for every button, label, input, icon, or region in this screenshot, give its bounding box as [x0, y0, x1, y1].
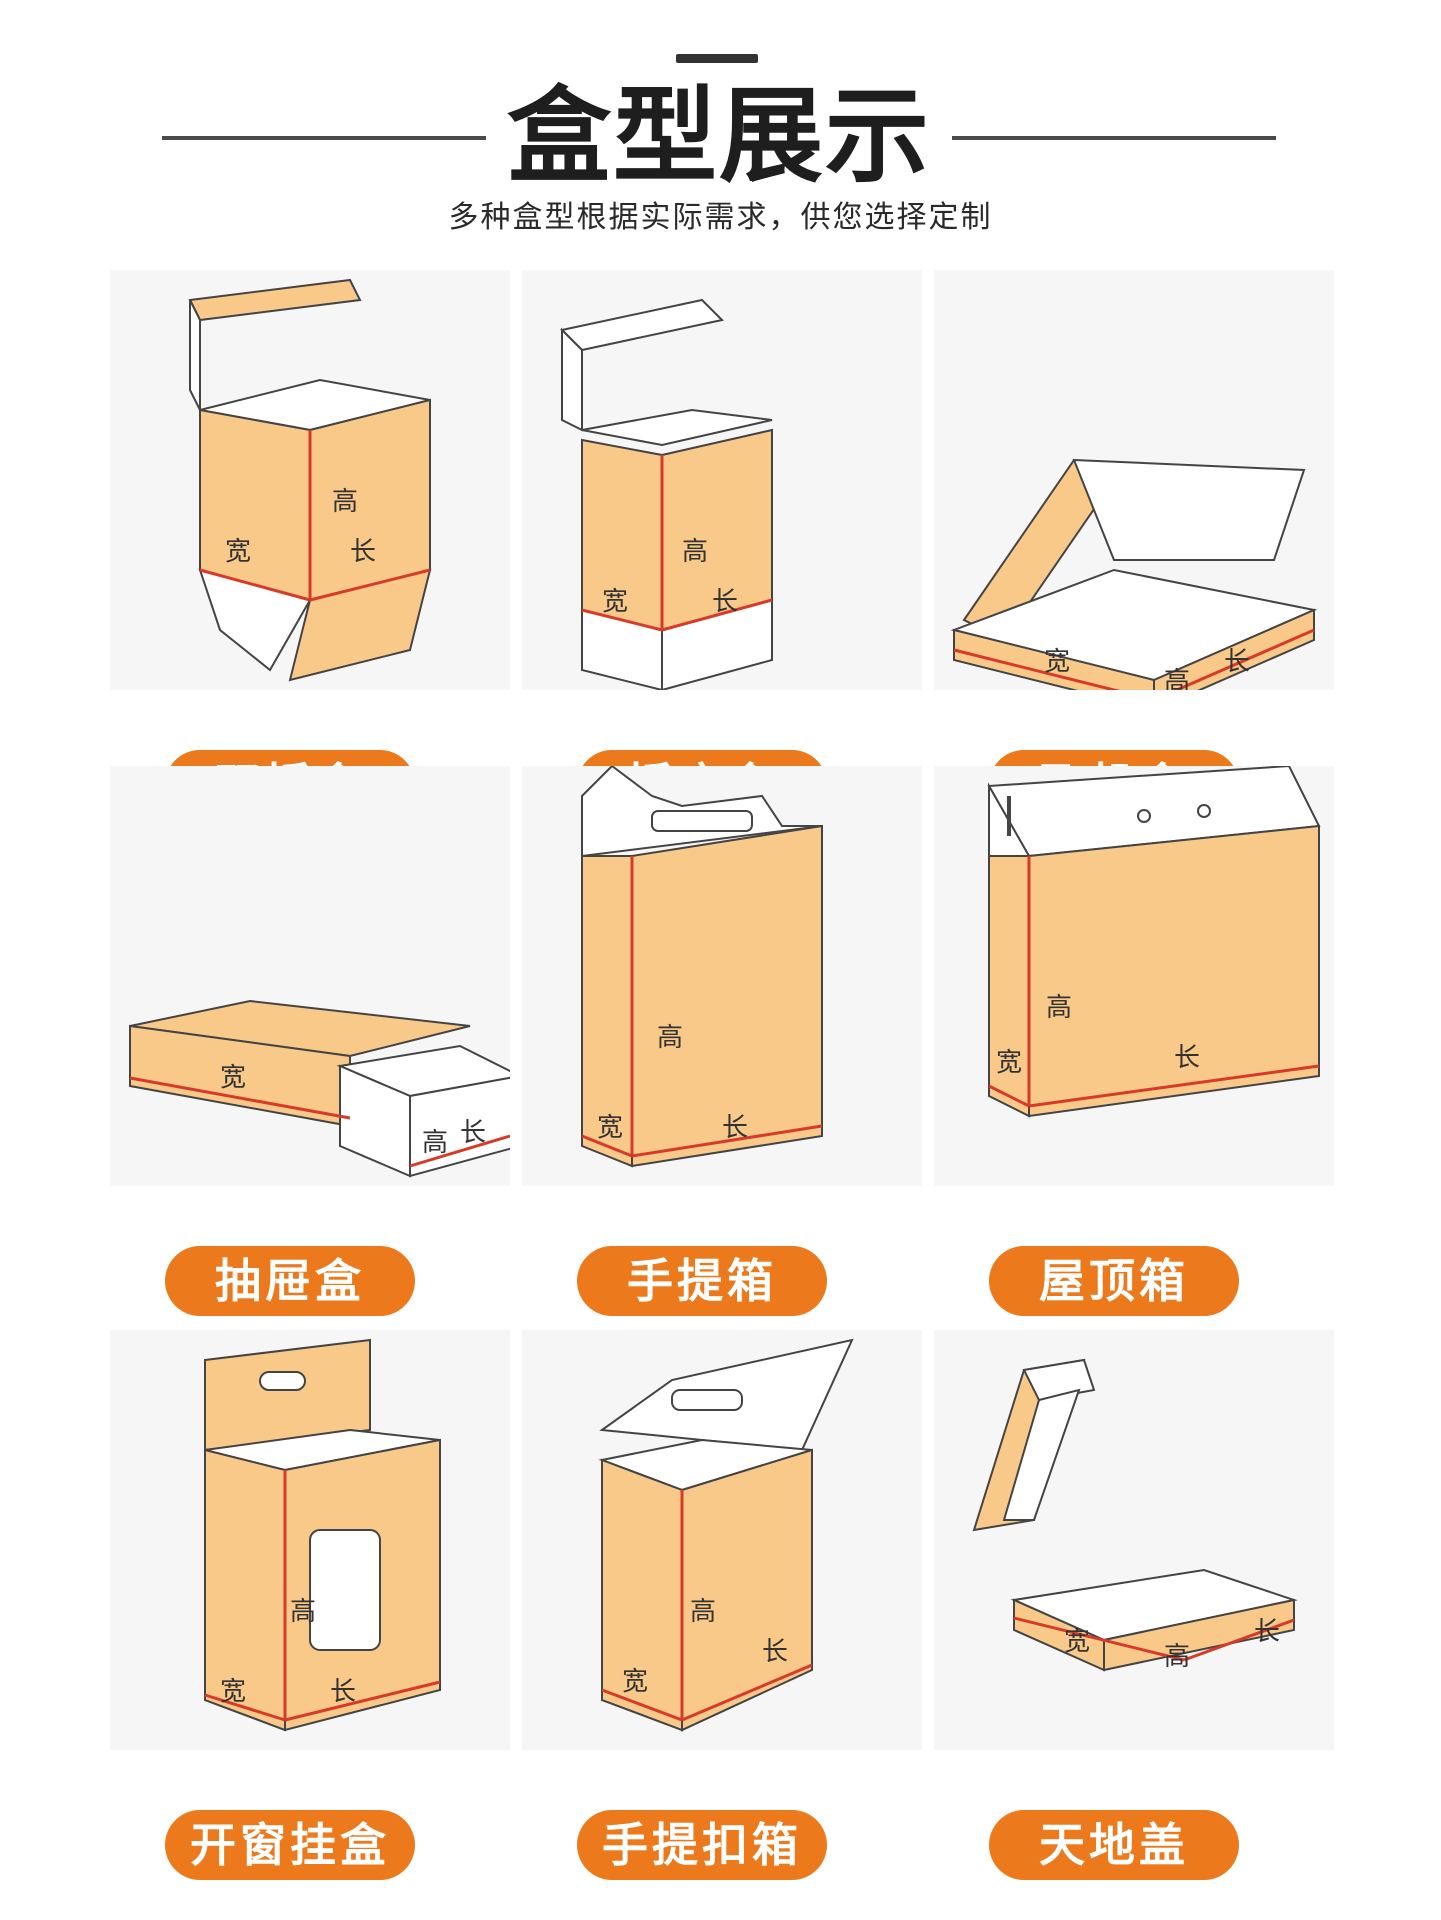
- page-title: 盒型展示: [506, 75, 931, 197]
- box-type-label: 抽屉盒: [165, 1246, 415, 1316]
- title-rule-left: [162, 136, 486, 140]
- box-card-gable-box[interactable]: 高 宽 长 屋顶箱: [924, 766, 1344, 1326]
- dim-label-height: 高: [657, 1023, 683, 1053]
- dim-label-width: 宽: [1064, 1627, 1090, 1657]
- dim-label-length: 长: [762, 1637, 788, 1667]
- dim-label-width: 宽: [220, 1063, 246, 1093]
- dim-label-length: 长: [350, 537, 376, 567]
- dim-label-width: 宽: [602, 587, 628, 617]
- dim-label-height: 高: [290, 1597, 316, 1627]
- dim-label-length: 长: [1174, 1043, 1200, 1073]
- box-type-label: 手提扣箱: [577, 1810, 827, 1880]
- dim-label-width: 宽: [225, 537, 251, 567]
- dim-label-width: 宽: [220, 1677, 246, 1707]
- box-illustration: 高 宽 长: [934, 766, 1334, 1186]
- box-type-label: 开窗挂盒: [165, 1810, 415, 1880]
- title-rule-right: [952, 136, 1276, 140]
- page-subtitle: 多种盒型根据实际需求，供您选择定制: [448, 200, 993, 235]
- dim-label-height: 高: [1164, 1642, 1190, 1672]
- box-card-drawer[interactable]: 宽 高 长 抽屉盒: [100, 766, 520, 1326]
- dim-label-width: 宽: [622, 1667, 648, 1697]
- handle-lock-box-illustration: 高 宽 长: [598, 1338, 854, 1732]
- mailer-box-illustration: 宽 高 长: [950, 458, 1318, 690]
- window-hanging-box-illustration: 高 宽 长: [204, 1338, 441, 1732]
- header: 盒型展示 多种盒型根据实际需求，供您选择定制: [0, 0, 1441, 260]
- crash-lock-box-illustration: 高 宽 长: [559, 298, 773, 690]
- box-type-label: 手提箱: [577, 1246, 827, 1316]
- dim-label-length: 长: [722, 1113, 748, 1143]
- dim-label-width: 宽: [1044, 647, 1070, 677]
- dim-label-height: 高: [422, 1128, 448, 1158]
- dim-label-width: 宽: [597, 1113, 623, 1143]
- lid-and-base-box-illustration: 宽 高 长: [972, 1358, 1298, 1672]
- dim-label-height: 高: [1164, 667, 1190, 690]
- dim-label-length: 长: [460, 1118, 486, 1148]
- dim-label-height: 高: [690, 1597, 716, 1627]
- box-card-window-hanging[interactable]: 高 宽 长 开窗挂盒: [100, 1330, 520, 1890]
- dim-label-length: 长: [712, 587, 738, 617]
- box-illustration: 宽 高 长: [934, 270, 1334, 690]
- drawer-box-illustration: 宽 高 长: [129, 999, 510, 1178]
- box-card-lid-base[interactable]: 宽 高 长 天地盖: [924, 1330, 1344, 1890]
- dim-label-length: 长: [330, 1677, 356, 1707]
- box-card-handle-lock-box[interactable]: 高 宽 长 手提扣箱: [512, 1330, 932, 1890]
- title-accent-bar: [676, 54, 758, 63]
- dim-label-height: 高: [682, 537, 708, 567]
- box-illustration: 宽 高 长: [934, 1330, 1334, 1750]
- gable-box-illustration: 高 宽 长: [987, 766, 1321, 1118]
- dim-label-length: 长: [1224, 647, 1250, 677]
- handle-box-illustration: 高 宽 长: [581, 766, 823, 1168]
- box-illustration: 高 宽 长: [522, 1330, 922, 1750]
- dim-label-width: 宽: [996, 1048, 1022, 1078]
- dim-label-height: 高: [332, 487, 358, 517]
- box-card-crash-lock[interactable]: 高 宽 长 插底盒: [512, 270, 932, 830]
- box-illustration: 高 宽 长: [522, 270, 922, 690]
- box-card-mailer[interactable]: 宽 高 长 飞机盒: [924, 270, 1344, 830]
- box-illustration: 高 宽 长: [522, 766, 922, 1186]
- box-illustration: 高 宽 长: [110, 1330, 510, 1750]
- box-card-tuck-end[interactable]: 高 宽 长 双插盒: [100, 270, 520, 830]
- box-illustration: 宽 高 长: [110, 766, 510, 1186]
- box-illustration: 高 宽 长: [110, 270, 510, 690]
- dim-label-length: 长: [1254, 1617, 1280, 1647]
- tuck-end-box-illustration: 高 宽 长: [188, 278, 432, 682]
- box-card-handle-box[interactable]: 高 宽 长 手提箱: [512, 766, 932, 1326]
- dim-label-height: 高: [1046, 993, 1072, 1023]
- box-type-label: 屋顶箱: [989, 1246, 1239, 1316]
- box-type-label: 天地盖: [989, 1810, 1239, 1880]
